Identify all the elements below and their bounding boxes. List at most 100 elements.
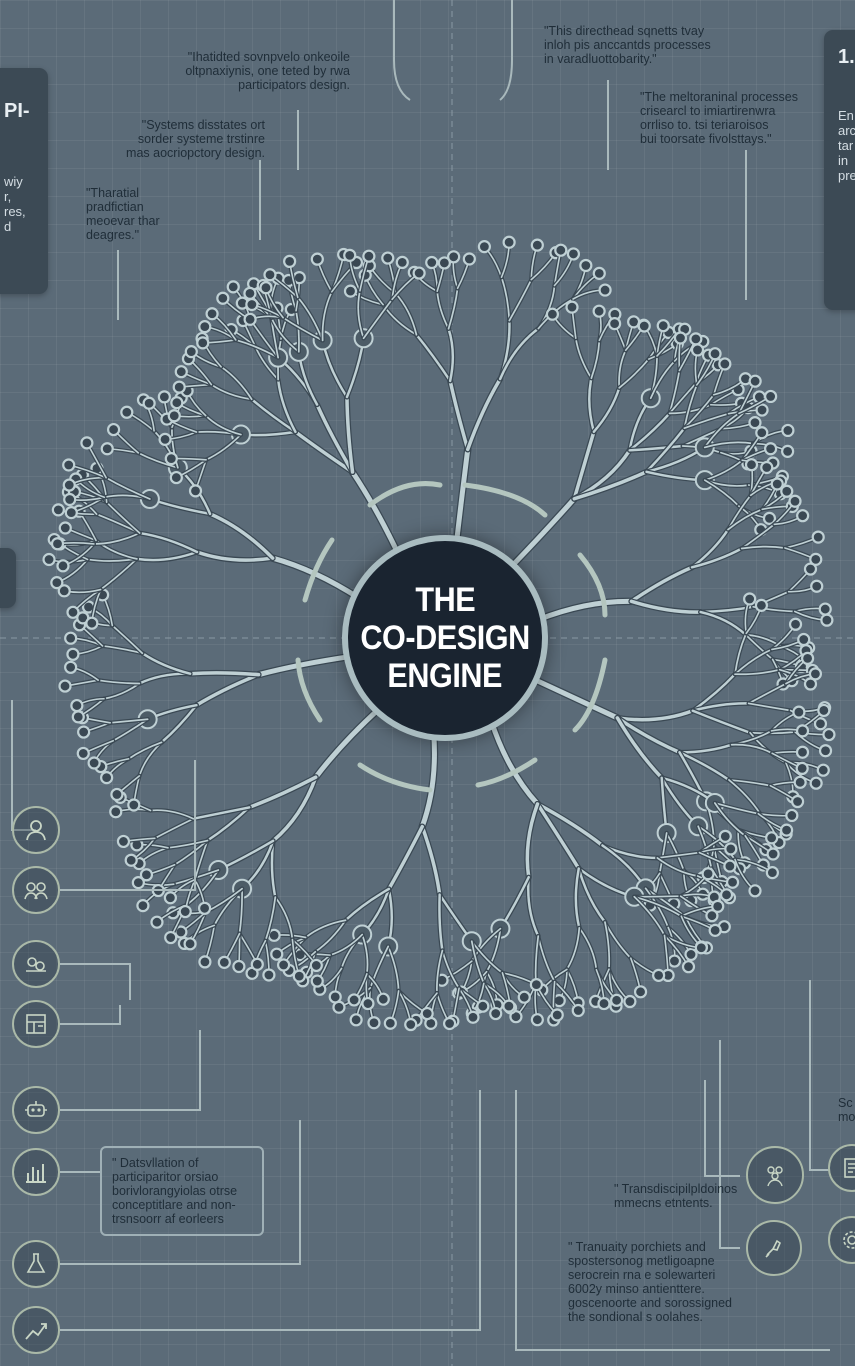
cycle-arrow [572,657,608,733]
branch [97,679,141,685]
branch [728,779,772,787]
branch-outline [655,855,700,879]
branch-node [748,416,762,430]
branch [270,316,300,353]
branch-node [50,537,65,551]
branch-node [131,876,145,890]
branch-node [66,605,80,619]
branch-node [184,345,198,359]
branch-node [270,947,284,961]
branch-node [276,958,291,972]
branch-outline [204,432,244,462]
branch-node [517,990,531,1004]
branch-node [259,281,273,295]
branch [649,360,676,400]
branch [254,345,279,381]
cycle-arrow [462,482,548,518]
branch-node [477,240,491,254]
branch-node [779,823,794,837]
branch [498,327,540,381]
branch-node [466,1010,480,1024]
branch-node [58,521,72,535]
branch-node [694,941,708,955]
branch [394,292,418,336]
left-panel-text: wiy r, res, d [4,174,26,234]
branch-node [196,336,210,350]
branch-node [652,968,666,982]
branch-node [637,319,651,333]
branch-node [50,576,64,590]
branch-node [795,724,810,738]
branch [438,893,444,952]
branch-node [310,252,324,266]
branch [588,376,596,434]
group-icon [12,866,60,914]
branch-node [164,930,178,945]
branch-node [708,347,722,361]
branch [192,806,251,820]
branch-outline [577,925,599,972]
branch-node [157,390,171,404]
branch-node [667,954,682,968]
branch [658,832,668,875]
branch-node [790,794,805,809]
core-title-line-3: ENGINE [387,657,503,695]
branch-node [803,677,818,691]
branch [668,382,697,415]
layout-icon [12,1000,60,1048]
connector-line [60,760,196,891]
branch [747,682,787,705]
branch-node [592,304,606,318]
branch-node [116,834,131,849]
branch [628,412,671,452]
branch-node [530,1013,544,1027]
branch [109,718,149,724]
branch-node [404,1017,418,1032]
annotation-top-left-1: "Ihatidted sovnpvelo onkeoile oltpnaxiyn… [185,50,350,92]
branch-node [689,332,703,346]
connector-line [515,1090,830,1351]
branch [282,316,324,342]
branch [508,278,533,322]
branch-node [800,651,815,665]
branch-node [566,247,581,261]
connector-line [704,1080,740,1177]
branch-node [226,280,240,294]
branch-node [545,307,560,321]
branch-node [489,1006,503,1021]
branch [665,832,685,872]
branch-node [530,238,544,252]
branch-node [462,252,476,266]
branch [629,599,703,614]
branch [138,531,199,554]
branch [713,802,747,837]
branch-node [770,477,784,491]
branch-node [164,452,178,466]
branch [195,550,275,562]
branch [691,709,752,734]
branch-node [216,291,230,305]
branch-node [124,853,138,867]
branch-node [42,552,56,567]
branch-node [64,660,78,674]
branch [618,358,650,389]
branch-node [592,266,606,280]
branch-node [701,867,715,881]
branch-node [550,1008,564,1022]
branch-node [243,312,257,326]
branch-node [502,999,516,1013]
branch [321,290,333,342]
branch-node [183,937,197,951]
branch-node [822,727,836,742]
connector-line [60,1090,481,1331]
branch [357,289,365,340]
branch [208,512,275,560]
branch [678,751,731,782]
branch [194,672,261,707]
branch-node [598,283,612,297]
branch-node [178,904,192,919]
branch [344,887,391,922]
branch-outline [435,289,451,331]
branch-node [262,968,276,982]
branch [703,441,754,449]
